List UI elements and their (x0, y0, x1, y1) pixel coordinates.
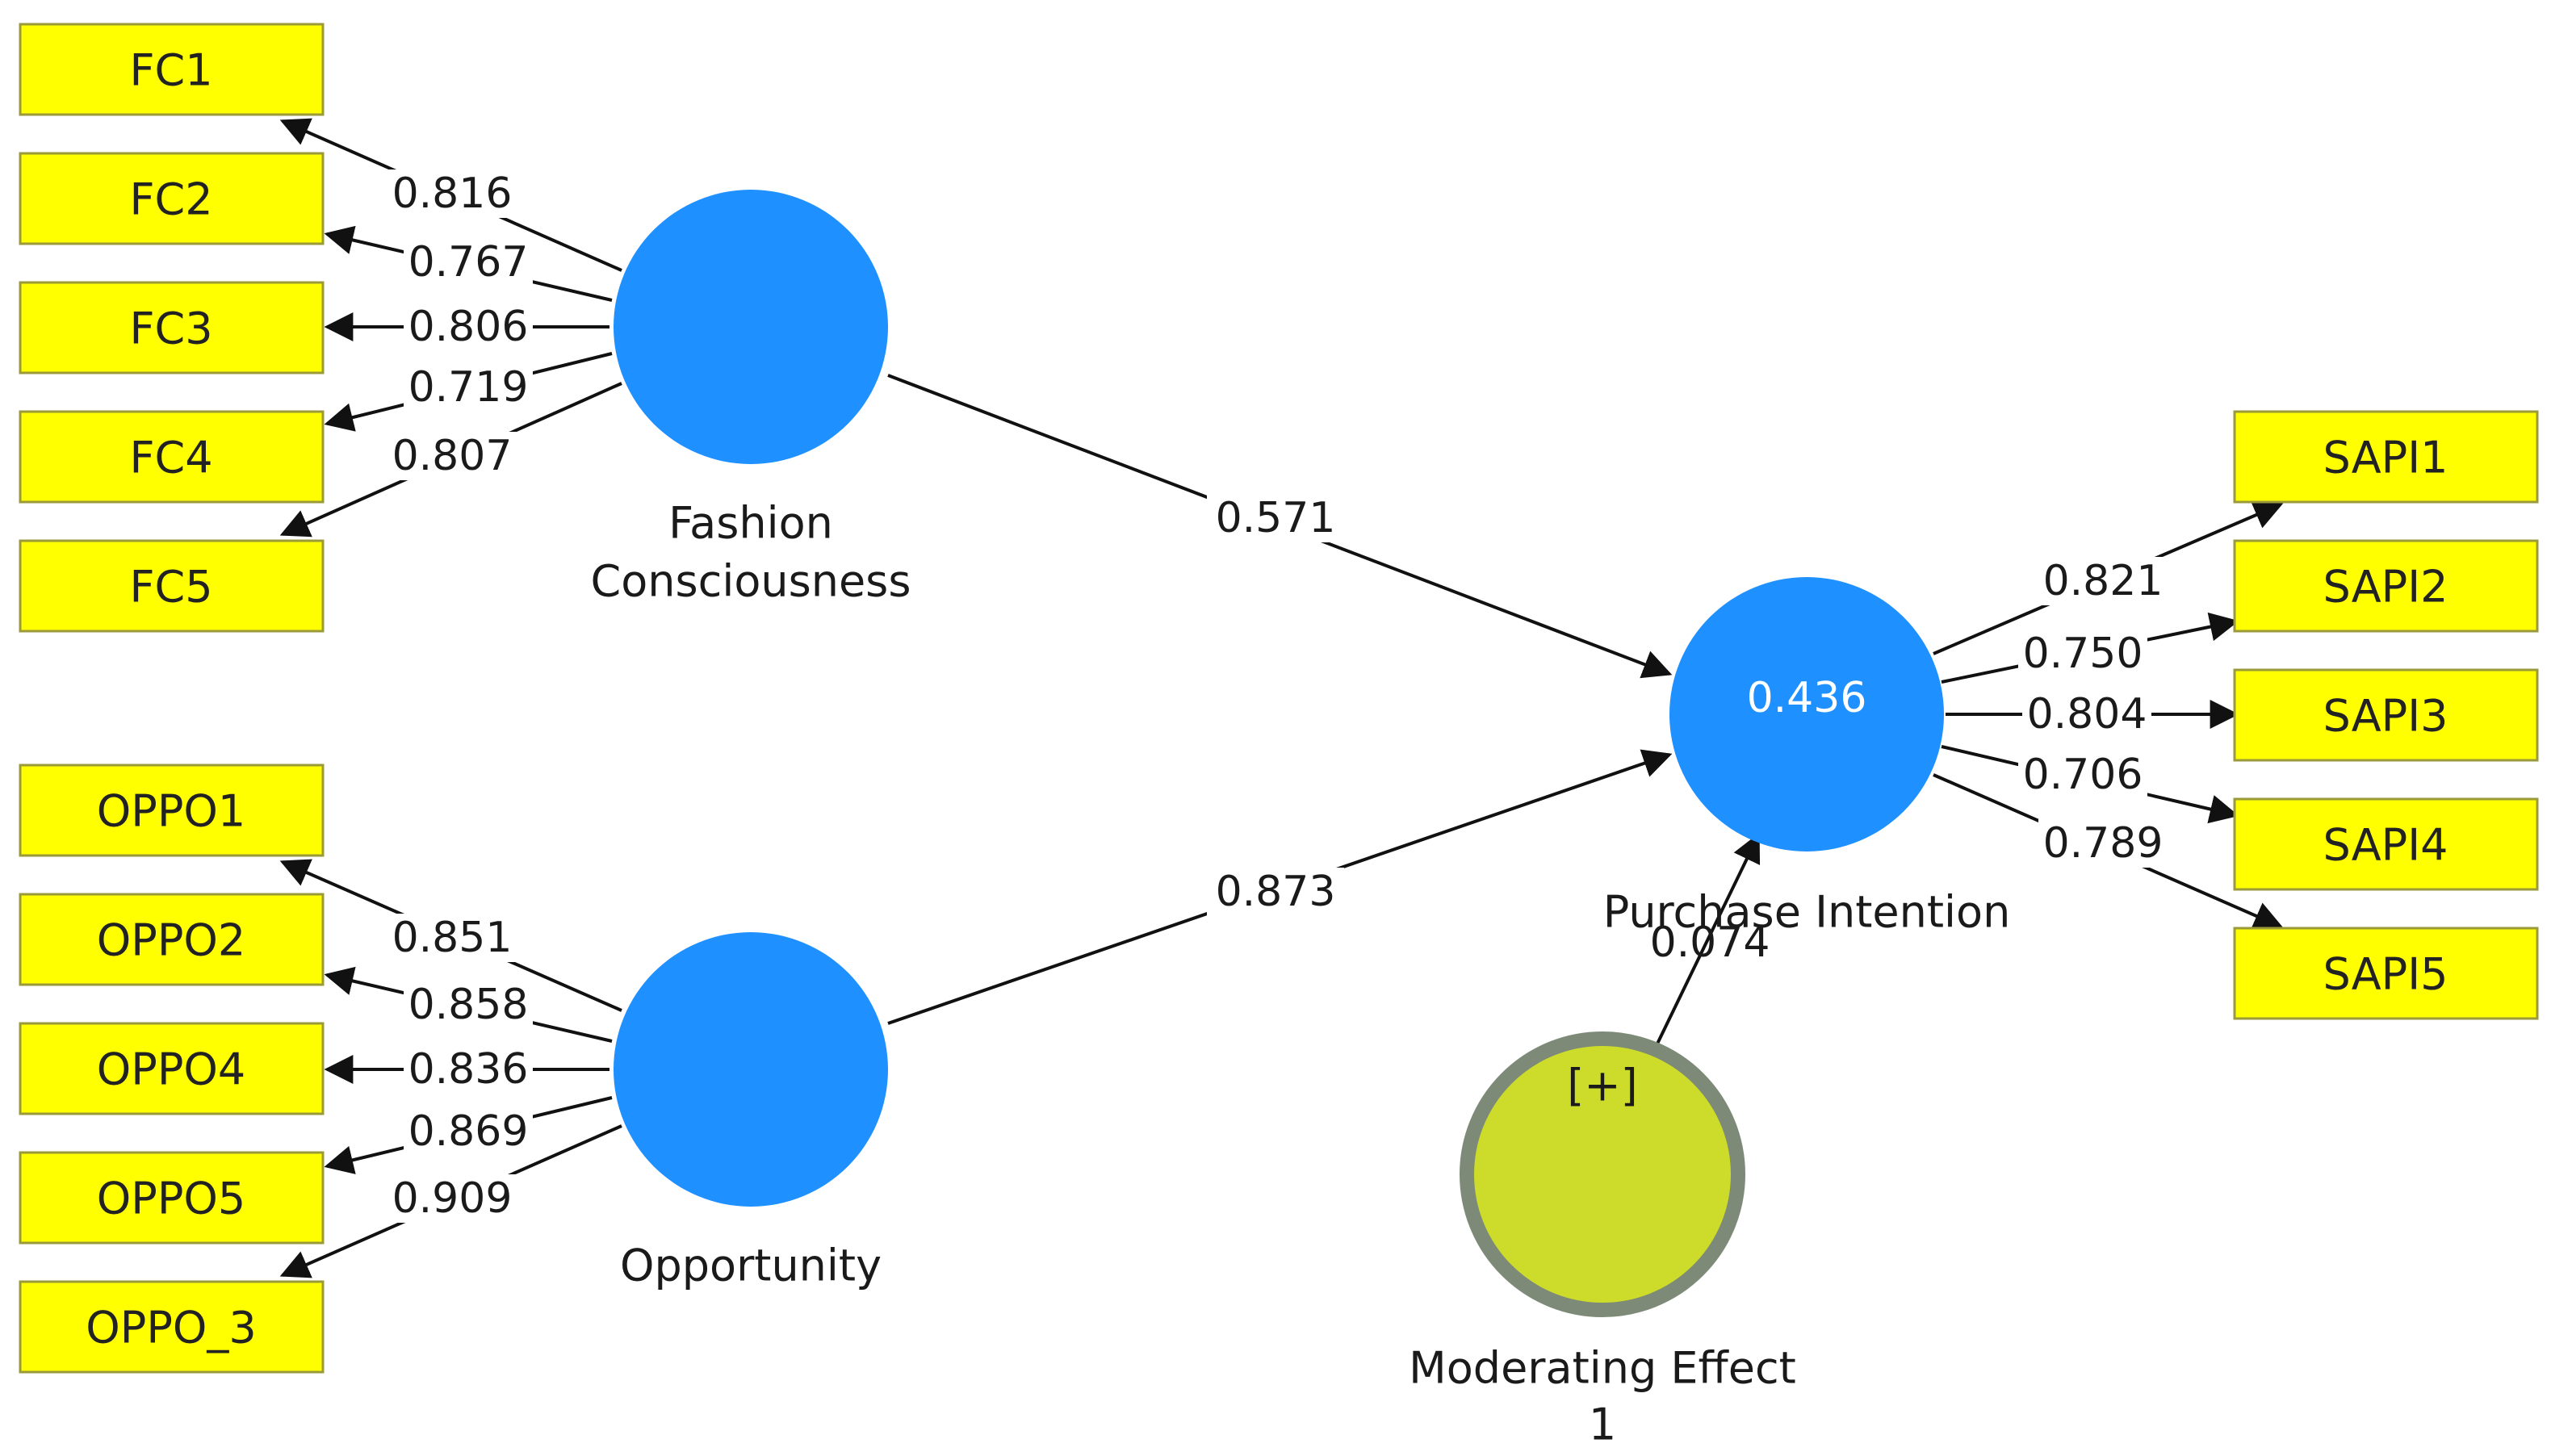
loading-fc2: 0.767 (408, 238, 529, 287)
loading-oppo4: 0.836 (408, 1045, 529, 1094)
loading-fc4: 0.719 (408, 363, 529, 412)
construct-name-line1: Fashion (668, 498, 833, 549)
indicator-sapi3[interactable]: SAPI3 (2233, 668, 2539, 762)
indicator-label: OPPO5 (97, 1174, 246, 1224)
loading-sapi3: 0.804 (2027, 690, 2147, 738)
indicator-fc5[interactable]: FC5 (19, 539, 325, 633)
path-coef-oppo-pi: 0.873 (1216, 868, 1336, 916)
indicator-oppo1[interactable]: OPPO1 (19, 764, 325, 857)
indicator-label: OPPO_3 (86, 1303, 257, 1353)
indicator-label: SAPI1 (2323, 433, 2448, 483)
r-squared-value: 0.436 (1747, 674, 1867, 722)
loading-fc3: 0.806 (408, 303, 529, 351)
indicator-label: SAPI5 (2323, 949, 2448, 1000)
indicator-label: FC3 (129, 303, 212, 354)
fc-indicators: FC1 FC2 FC3 FC4 FC5 (19, 23, 325, 633)
indicator-fc3[interactable]: FC3 (19, 281, 325, 374)
fc-loading-labels: 0.816 0.767 0.806 0.719 0.807 (387, 169, 533, 480)
indicator-oppo5[interactable]: OPPO5 (19, 1151, 325, 1245)
construct-purchase-intention[interactable]: 0.436 Purchase Intention (1603, 577, 2011, 938)
construct-circle (614, 932, 888, 1207)
indicator-label: OPPO1 (97, 786, 246, 837)
construct-name-line2: 1 (1589, 1400, 1616, 1450)
indicator-fc2[interactable]: FC2 (19, 152, 325, 245)
indicator-label: SAPI2 (2323, 562, 2448, 613)
construct-moderating-effect[interactable]: [+] Moderating Effect 1 (1409, 1031, 1796, 1450)
indicator-label: OPPO4 (97, 1044, 246, 1095)
indicator-oppo4[interactable]: OPPO4 (19, 1022, 325, 1115)
construct-opportunity[interactable]: Opportunity (614, 932, 888, 1291)
expand-marker[interactable]: [+] (1567, 1061, 1637, 1111)
indicator-sapi4[interactable]: SAPI4 (2233, 797, 2539, 891)
pi-indicators: SAPI1 SAPI2 SAPI3 SAPI4 SAPI5 (2233, 410, 2539, 1020)
indicator-sapi1[interactable]: SAPI1 (2233, 410, 2539, 504)
indicator-label: FC1 (129, 45, 212, 96)
construct-name-line2: Consciousness (591, 556, 911, 607)
loading-fc1: 0.816 (392, 169, 513, 218)
construct-name: Opportunity (620, 1241, 882, 1291)
path-coef-mod-pi: 0.074 (1650, 918, 1770, 967)
indicator-oppo2[interactable]: OPPO2 (19, 893, 325, 986)
moderator-circle (1460, 1031, 1745, 1317)
indicator-fc1[interactable]: FC1 (19, 23, 325, 116)
loading-fc5: 0.807 (392, 432, 513, 480)
construct-name: Purchase Intention (1603, 887, 2011, 938)
indicator-label: FC2 (129, 174, 212, 225)
loading-oppo5: 0.869 (408, 1107, 529, 1156)
loading-sapi1: 0.821 (2043, 557, 2164, 605)
loading-oppo3: 0.909 (392, 1174, 513, 1223)
construct-fashion-consciousness[interactable]: Fashion Consciousness (591, 190, 911, 607)
construct-circle (614, 190, 888, 464)
indicator-label: FC4 (129, 433, 212, 483)
indicator-oppo-3[interactable]: OPPO_3 (19, 1280, 325, 1374)
indicator-label: SAPI3 (2323, 691, 2448, 742)
indicator-label: FC5 (129, 562, 212, 613)
edge-mod-to-pi (1645, 832, 1761, 1066)
construct-name-line1: Moderating Effect (1409, 1343, 1796, 1394)
indicator-label: SAPI4 (2323, 820, 2448, 871)
construct-circle (1669, 577, 1944, 851)
loading-sapi5: 0.789 (2043, 819, 2164, 868)
oppo-indicators: OPPO1 OPPO2 OPPO4 OPPO5 OPPO_3 (19, 764, 325, 1374)
oppo-loading-labels: 0.851 0.858 0.836 0.869 0.909 (387, 914, 533, 1223)
path-coefficient-labels: 0.571 0.873 (1207, 494, 1344, 916)
pi-loading-labels: 0.821 0.750 0.804 0.706 0.789 (2018, 557, 2168, 868)
loading-sapi2: 0.750 (2023, 630, 2143, 678)
loading-oppo1: 0.851 (392, 914, 513, 962)
structural-path-edges (887, 374, 1761, 1066)
indicator-fc4[interactable]: FC4 (19, 410, 325, 504)
loading-sapi4: 0.706 (2023, 751, 2143, 799)
indicator-sapi5[interactable]: SAPI5 (2233, 927, 2539, 1020)
loading-oppo2: 0.858 (408, 981, 529, 1029)
indicator-sapi2[interactable]: SAPI2 (2233, 539, 2539, 633)
indicator-label: OPPO2 (97, 915, 246, 966)
path-coef-fc-pi: 0.571 (1216, 494, 1336, 542)
